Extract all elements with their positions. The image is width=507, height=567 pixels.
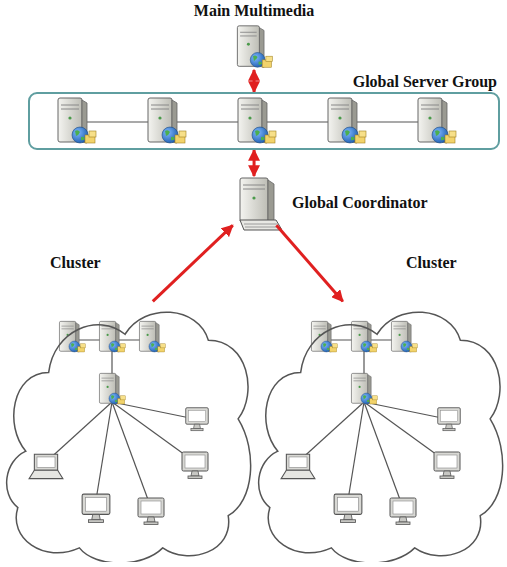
node-label: Global Server Group bbox=[350, 73, 500, 91]
node-label: Main Multimedia bbox=[194, 2, 314, 20]
cloud-outline bbox=[256, 300, 504, 562]
node-label: Global Coordinator bbox=[292, 194, 428, 212]
cluster-cloud: Cluster bbox=[256, 300, 504, 562]
red-arrow bbox=[253, 70, 256, 92]
node-label: Cluster bbox=[50, 254, 101, 272]
server-group-band: Global Server Group bbox=[28, 92, 500, 150]
cloud-outline bbox=[4, 300, 252, 562]
main-server: Main Multimedia bbox=[232, 24, 276, 70]
red-arrow bbox=[276, 225, 342, 301]
red-arrow bbox=[253, 150, 256, 176]
cluster-cloud: Cluster bbox=[4, 300, 252, 562]
node-label: Cluster bbox=[406, 254, 457, 272]
red-arrow bbox=[153, 225, 233, 301]
coordinator-server: Global Coordinator bbox=[226, 176, 282, 234]
